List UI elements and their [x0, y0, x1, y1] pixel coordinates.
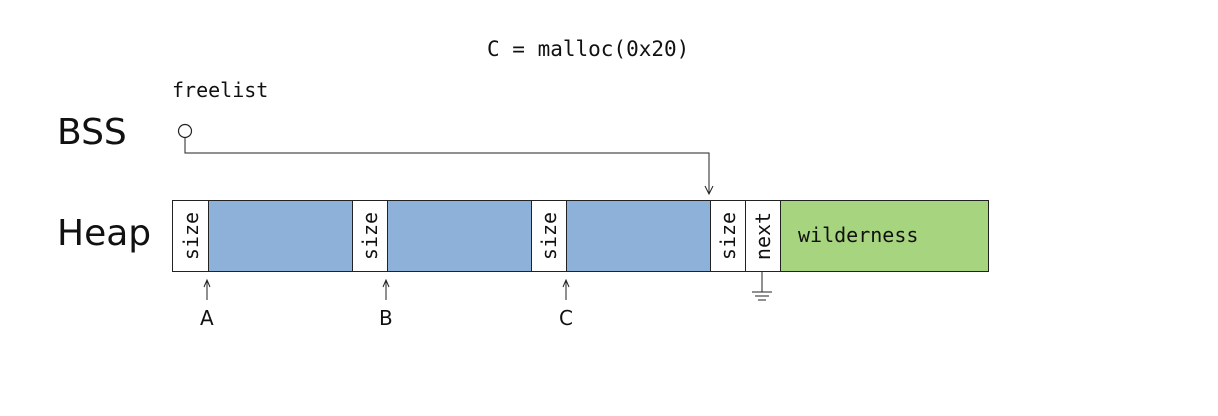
free-chunk-next-label: next — [751, 211, 775, 261]
free-chunk-size-label: size — [716, 211, 740, 261]
bss-section-label: BSS — [57, 112, 127, 153]
chunk-c-size-label: size — [537, 211, 561, 261]
freelist-arrow — [184, 138, 710, 193]
chunk-a-payload — [209, 201, 352, 271]
null-ground-icon — [752, 272, 772, 301]
chunk-b-size-header: size — [352, 201, 388, 271]
chunk-c-payload — [567, 201, 710, 271]
freelist-pointer-circle — [177, 123, 193, 139]
heap-bar: size size size size next wilderness — [172, 200, 989, 272]
wilderness-region: wilderness — [781, 201, 988, 271]
pointer-arrow-b — [382, 278, 390, 300]
operation-title: C = malloc(0x20) — [487, 37, 690, 61]
chunk-b-payload — [388, 201, 531, 271]
chunk-b-size-label: size — [358, 211, 382, 261]
free-chunk-size-header: size — [710, 201, 746, 271]
chunk-a-size-header: size — [173, 201, 209, 271]
pointer-arrow-c — [562, 278, 570, 300]
freelist-label: freelist — [172, 78, 269, 102]
chunk-a-size-label: size — [178, 211, 203, 261]
freelist-arrowhead — [704, 185, 714, 196]
pointer-arrow-a — [203, 278, 211, 300]
chunk-c-size-header: size — [531, 201, 567, 271]
pointer-label-a: A — [200, 306, 214, 330]
free-chunk-next-field: next — [746, 201, 781, 271]
heap-section-label: Heap — [57, 213, 152, 254]
wilderness-label: wilderness — [798, 223, 919, 247]
pointer-label-c: C — [559, 306, 573, 330]
pointer-label-b: B — [379, 306, 393, 330]
